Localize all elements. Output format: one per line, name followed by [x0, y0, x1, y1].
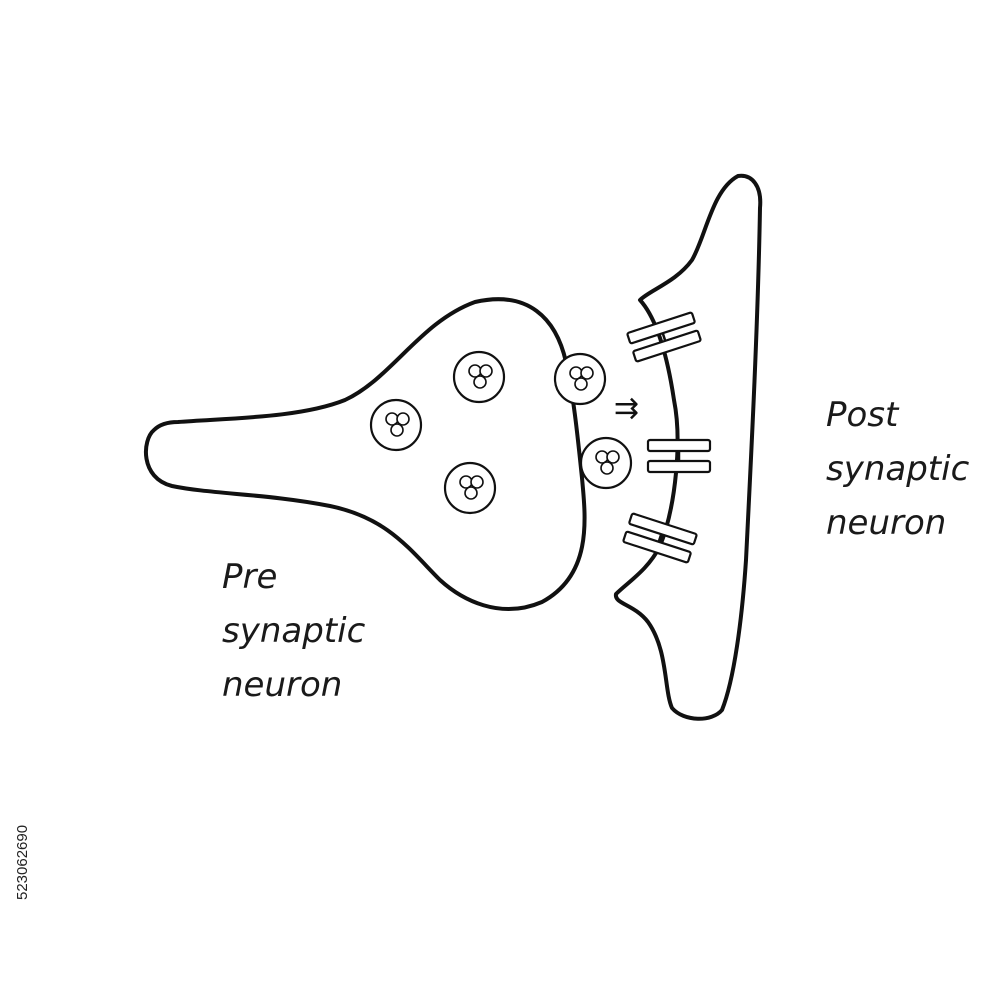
vesicle [369, 398, 423, 452]
postsynaptic-label-line2: synaptic [826, 449, 970, 489]
postsynaptic-label-line1: Post [826, 395, 899, 435]
receptor [646, 438, 712, 474]
receptor [626, 311, 702, 363]
release-arrow-icon: ⇉ [614, 391, 639, 426]
receptor [622, 512, 698, 564]
releasing-vesicle [553, 352, 607, 406]
postsynaptic-label: Post synaptic neuron [826, 388, 969, 550]
presynaptic-label-line3: neuron [222, 665, 343, 705]
releasing-vesicle [579, 436, 633, 490]
presynaptic-label-line2: synaptic [222, 611, 366, 651]
stock-image-id: 523062690 [14, 824, 31, 900]
postsynaptic-label-line3: neuron [826, 503, 947, 543]
vesicle [452, 350, 506, 404]
presynaptic-label: Pre synaptic neuron [222, 550, 365, 712]
presynaptic-label-line1: Pre [222, 557, 278, 597]
vesicle [443, 461, 497, 515]
